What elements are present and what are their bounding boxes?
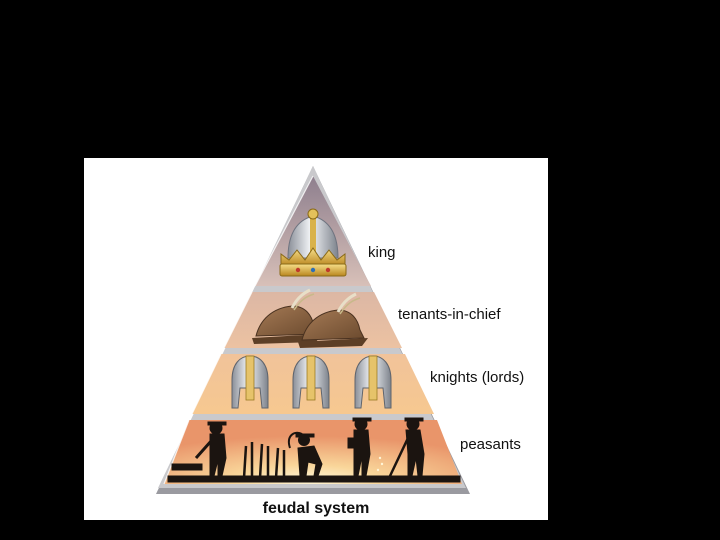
tier-label-knights: knights (lords) xyxy=(430,369,525,386)
figure-caption: feudal system xyxy=(262,500,370,517)
tier-label-peasants: peasants xyxy=(460,436,521,453)
peasant-silhouette-icon xyxy=(167,417,461,483)
tier-label-tenants-in-chief: tenants-in-chief xyxy=(398,306,501,323)
crown-icon xyxy=(279,208,347,277)
helmet-icon xyxy=(231,355,269,409)
feathered-hat-icon xyxy=(298,292,368,348)
feathered-hat-icon xyxy=(252,288,322,344)
feudal-pyramid-figure: king tenants-in-chief knights (lords) pe… xyxy=(84,158,548,520)
pyramid-diagram xyxy=(156,166,470,494)
helmet-icon xyxy=(292,355,330,409)
tier-label-king: king xyxy=(368,244,396,261)
helmet-icon xyxy=(354,355,392,409)
